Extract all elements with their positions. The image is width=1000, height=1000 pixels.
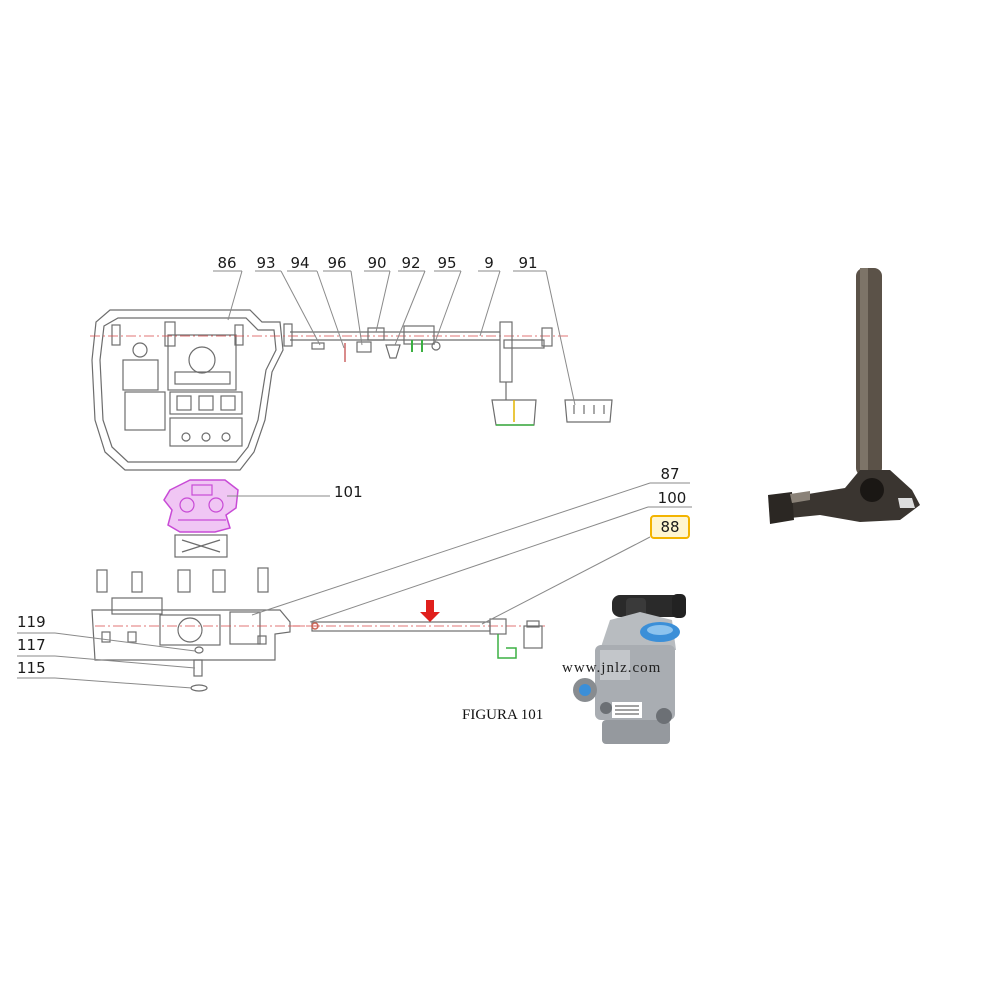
- callout-88-highlight-box: [650, 515, 690, 539]
- callout-100: 100: [658, 489, 687, 507]
- callout-93: 93: [256, 254, 275, 272]
- valve-photo: [573, 594, 686, 744]
- callout-95: 95: [437, 254, 456, 272]
- callout-96: 96: [327, 254, 346, 272]
- callout-92: 92: [401, 254, 420, 272]
- callout-115: 115: [17, 659, 46, 677]
- bottom-callouts: 101 87 100 88 119 117 115: [17, 465, 690, 677]
- callout-87: 87: [660, 465, 679, 483]
- indicator-arrow: [420, 600, 440, 622]
- callout-101: 101: [334, 483, 363, 501]
- callout-86: 86: [217, 254, 236, 272]
- callout-9: 9: [484, 254, 494, 272]
- bottom-leader-lines: [17, 482, 692, 689]
- callout-88: 88: [660, 518, 679, 536]
- callout-117: 117: [17, 636, 46, 654]
- callout-94: 94: [290, 254, 309, 272]
- callout-90: 90: [367, 254, 386, 272]
- pedal-assembly-drawing: [90, 309, 613, 471]
- brake-valve-assembly-drawing: [91, 479, 545, 692]
- figure-caption: FIGURA 101: [462, 707, 543, 723]
- watermark: www.jnlz.com: [562, 660, 661, 676]
- shaft-photo: [768, 268, 920, 524]
- callout-119: 119: [17, 613, 46, 631]
- top-leader-lines: [213, 270, 576, 406]
- top-callouts: 86 93 94 96 90 92 95 9 91: [217, 254, 537, 272]
- valve-101-highlight: [163, 479, 239, 533]
- callout-91: 91: [518, 254, 537, 272]
